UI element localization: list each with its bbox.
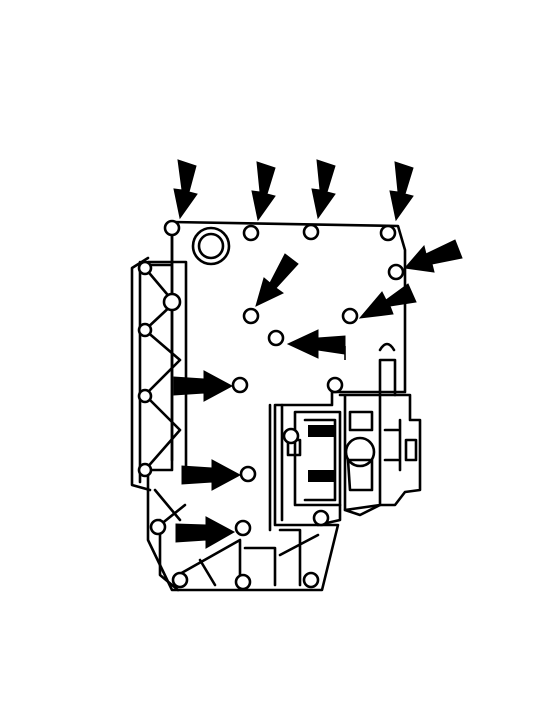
bolt <box>137 388 153 404</box>
bolt <box>171 571 189 589</box>
bolt <box>234 573 252 591</box>
bolt <box>302 223 320 241</box>
bolt <box>137 322 153 338</box>
arrow-down <box>389 161 414 222</box>
bolt <box>162 292 182 312</box>
arrow-down <box>311 159 336 220</box>
bolt <box>379 224 397 242</box>
bolt <box>149 518 167 536</box>
arrow-right <box>181 459 242 491</box>
bolt <box>239 465 257 483</box>
bolt <box>341 307 359 325</box>
bolt <box>242 224 260 242</box>
indicator-arrows <box>173 159 463 549</box>
arrow-right <box>173 370 234 402</box>
arrow-down <box>173 159 198 220</box>
round-boss <box>191 226 231 266</box>
bolt <box>231 376 249 394</box>
arrow-down <box>251 161 276 222</box>
bolt <box>387 263 405 281</box>
bolt <box>137 462 153 478</box>
bolt <box>302 571 320 589</box>
bolt <box>267 329 285 347</box>
bolt <box>242 307 260 325</box>
arrow-down-left <box>404 239 463 273</box>
arrow-down-left <box>255 253 299 307</box>
bolt <box>163 219 181 237</box>
arrow-left <box>286 329 346 359</box>
bolt <box>137 260 153 276</box>
bolt <box>312 509 330 527</box>
bolt <box>234 519 252 537</box>
arrow-right <box>175 516 236 549</box>
lower-rib-section <box>158 518 320 592</box>
bolts <box>137 219 405 591</box>
bolt <box>326 376 344 394</box>
bolt <box>282 427 300 445</box>
arrow-down-left <box>358 283 417 319</box>
